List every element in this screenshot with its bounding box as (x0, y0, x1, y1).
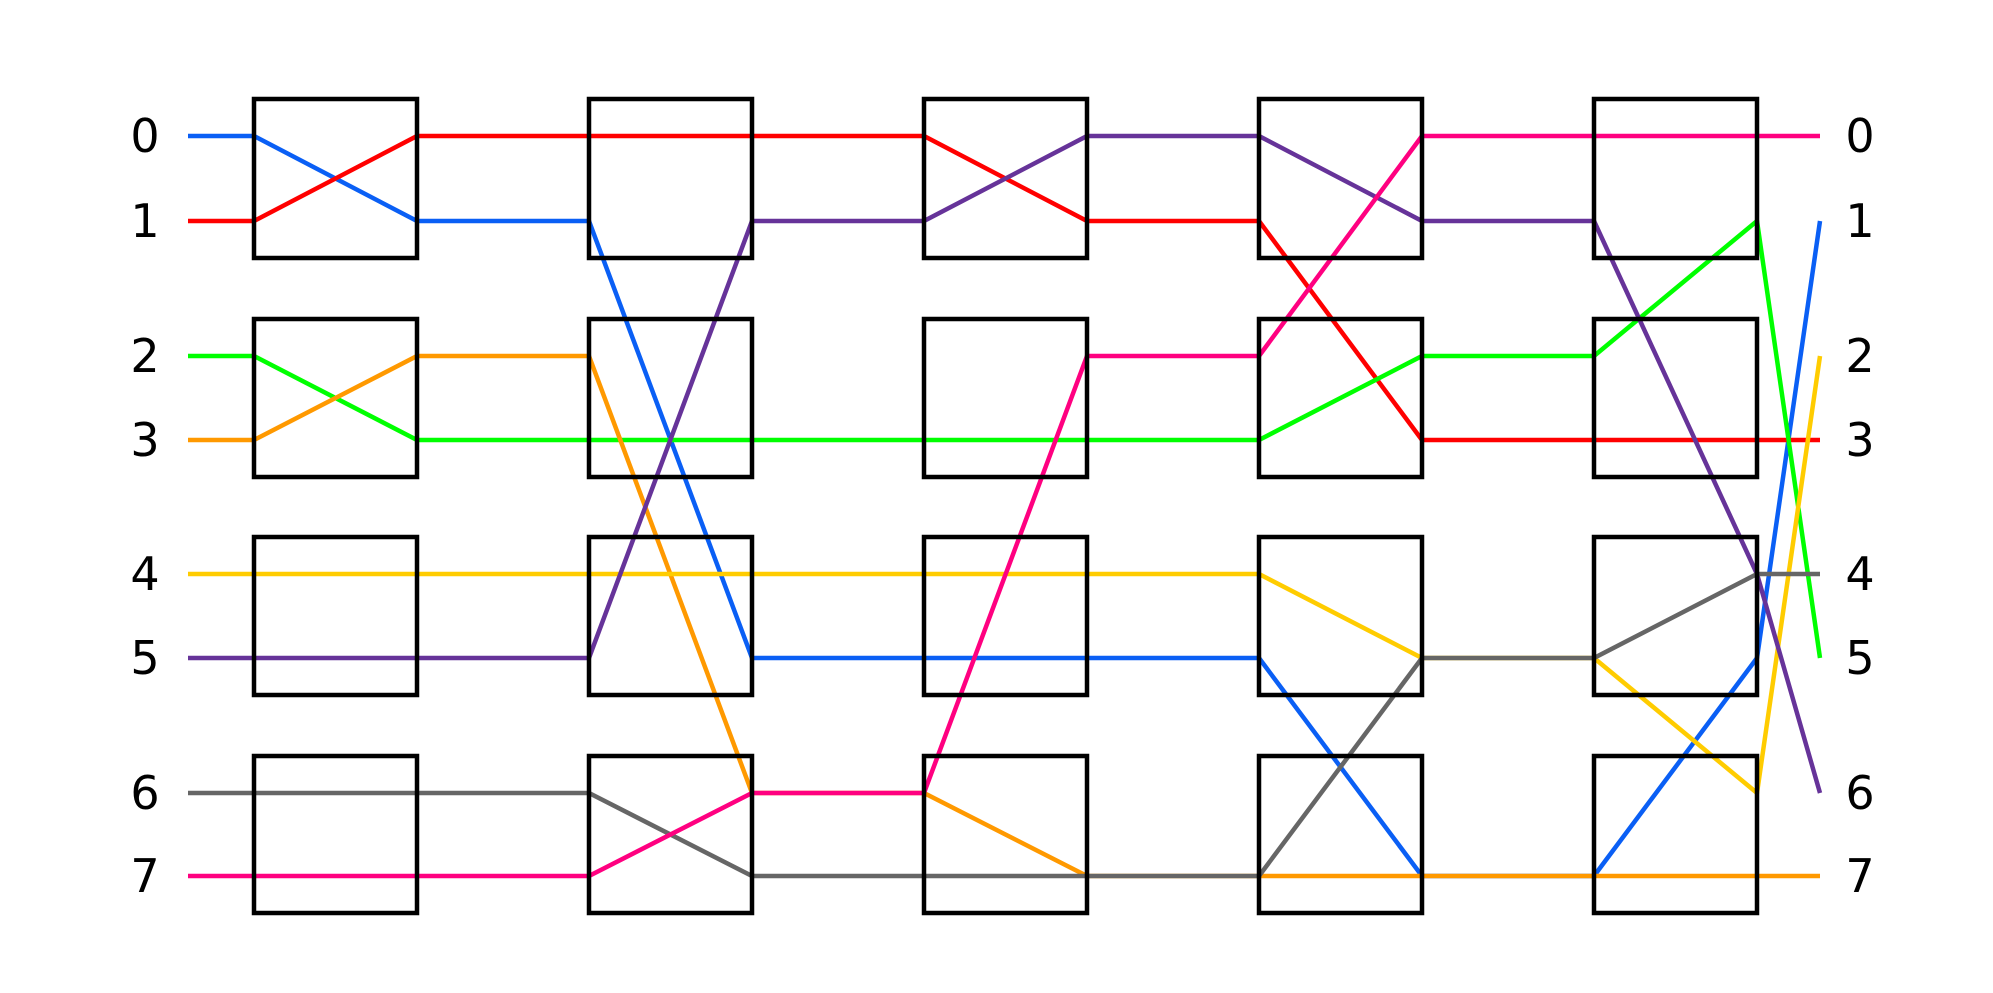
output-label: 6 (1845, 766, 1874, 820)
switch-box-s4-3 (1591, 753, 1760, 916)
input-label: 1 (130, 194, 159, 248)
output-label: 0 (1845, 109, 1874, 163)
switch-box-s0-0 (251, 96, 420, 261)
switch-box-s2-2 (921, 534, 1090, 698)
switch-box-s1-2 (586, 534, 755, 698)
output-label: 4 (1845, 547, 1874, 601)
switch-box-s1-1 (586, 316, 755, 480)
switch-box-s3-2 (1256, 534, 1425, 698)
switch-box-s4-1 (1591, 316, 1760, 480)
switch-box-s3-0 (1256, 96, 1425, 261)
input-label: 2 (130, 329, 159, 383)
switch-box-s4-2 (1591, 534, 1760, 698)
signal-wires (188, 133, 1823, 879)
wire-green (188, 218, 1823, 659)
switch-boxes (251, 96, 1760, 916)
switch-box-s0-1 (251, 316, 420, 480)
output-label: 5 (1845, 631, 1874, 685)
wire-blue (188, 133, 1823, 879)
switch-box-s4-0 (1591, 96, 1760, 261)
wire-orange (188, 353, 1820, 879)
switch-box-s1-3 (586, 753, 755, 916)
switch-box-s0-2 (251, 534, 420, 698)
switch-box-s0-3 (251, 753, 420, 916)
switch-box-s1-0 (586, 96, 755, 261)
switch-box-s2-0 (921, 96, 1090, 261)
switch-box-s2-1 (921, 316, 1090, 480)
wire-purple (188, 133, 1823, 794)
input-label: 7 (130, 849, 159, 903)
input-label: 5 (130, 631, 159, 685)
output-label: 2 (1845, 329, 1874, 383)
wire-gray (188, 571, 1820, 879)
output-label: 7 (1845, 849, 1874, 903)
output-label: 3 (1845, 413, 1874, 467)
input-label: 6 (130, 766, 159, 820)
port-labels: 0 1 2 3 4 5 6 7 0 1 2 3 4 5 6 7 (130, 109, 1874, 903)
input-label: 4 (130, 547, 159, 601)
wire-pink (188, 133, 1820, 879)
input-label: 0 (130, 109, 159, 163)
switch-box-s3-3 (1256, 753, 1425, 916)
switch-box-s2-3 (921, 753, 1090, 916)
switch-box-s3-1 (1256, 316, 1425, 480)
input-label: 3 (130, 413, 159, 467)
output-label: 1 (1845, 194, 1874, 248)
